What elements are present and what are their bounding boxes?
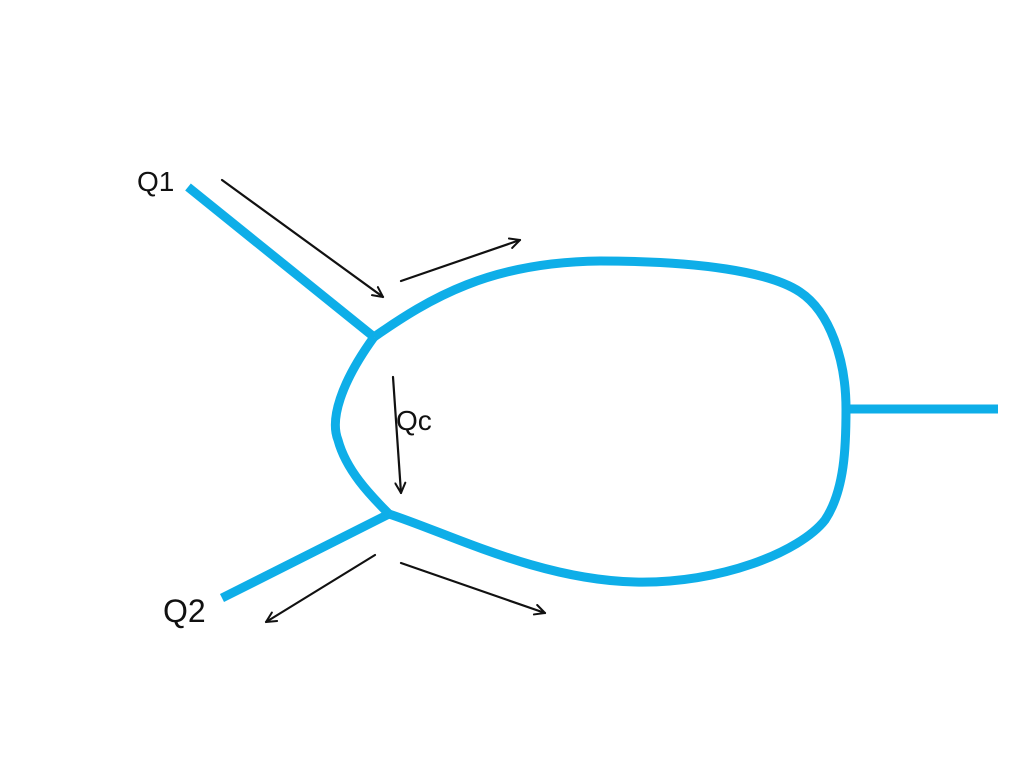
loop-left-connector — [330, 334, 393, 518]
label-q2: Q2 — [163, 593, 206, 629]
arrow-lower-branch-flow — [399, 561, 547, 616]
outlet-pipe-q2 — [219, 509, 392, 603]
loop-lower-branch — [387, 408, 851, 587]
label-q1: Q1 — [137, 166, 174, 197]
arrow-upper-branch-flow — [399, 237, 522, 283]
pipe-network — [185, 183, 998, 603]
arrow-q2-outflow — [264, 553, 377, 624]
label-qc: Qc — [396, 405, 432, 436]
inlet-pipe-q1 — [185, 183, 377, 341]
flow-arrows — [220, 178, 547, 624]
arrow-q1-inflow — [220, 178, 385, 299]
loop-upper-branch — [371, 256, 851, 410]
arrow-qc-flow — [391, 375, 407, 495]
